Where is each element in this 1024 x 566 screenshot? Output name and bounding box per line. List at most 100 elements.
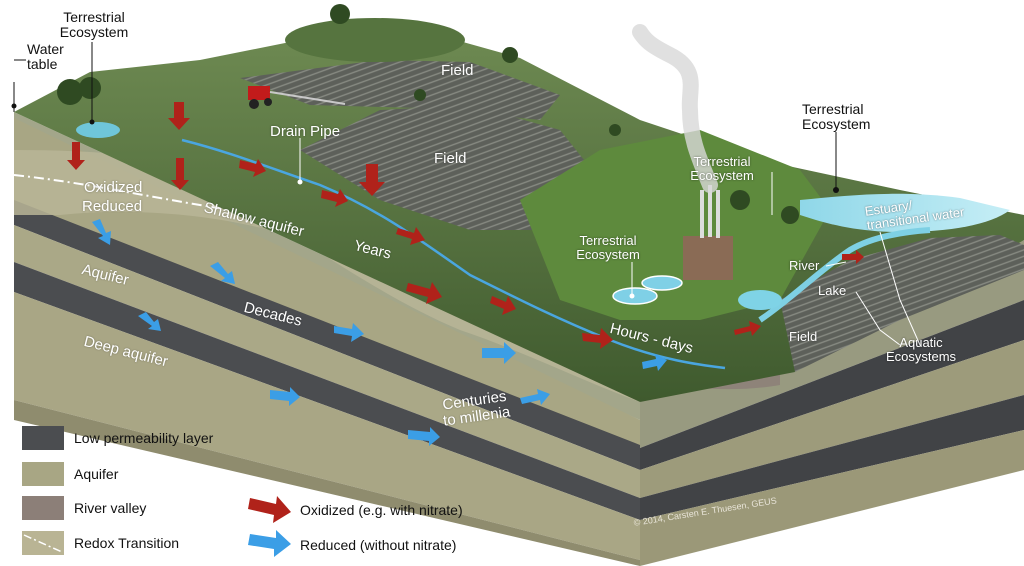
- label-line: Ecosystem: [59, 23, 129, 40]
- chimney-3: [716, 190, 720, 238]
- red-arrow: [168, 102, 190, 130]
- red-arrow: [490, 296, 516, 315]
- legend-label: Low permeability layer: [74, 430, 214, 446]
- leader-lines: [14, 42, 837, 190]
- oxidized-label: Oxidized: [84, 179, 143, 196]
- tractor-boom: [269, 91, 346, 105]
- shallow-aquifer-lens: [14, 150, 640, 402]
- leader-dots: [11, 103, 839, 299]
- tree: [330, 4, 350, 24]
- lake-water: [738, 290, 782, 310]
- label-line: Terrestrial: [693, 154, 751, 169]
- legend-label: River valley: [74, 500, 147, 516]
- red-arrow: [359, 164, 385, 196]
- tractor-body: [248, 86, 270, 100]
- green-slope: [520, 130, 830, 320]
- legend-item-reduced: Reduced (without nitrate): [248, 533, 508, 559]
- legend-red-arrow: [248, 496, 291, 523]
- legend-item-redox: Redox Transition: [22, 531, 282, 557]
- blue-arrow: [138, 312, 161, 331]
- drain-pipe-label: Drain Pipe: [270, 123, 341, 140]
- aquatic-ecosystems-label: Aquatic Ecosystems: [876, 336, 966, 363]
- right-face-lowperm: [640, 300, 1024, 470]
- tree: [502, 47, 518, 63]
- blue-arrow: [408, 427, 440, 446]
- tree: [57, 79, 83, 105]
- red-arrow: [734, 321, 761, 336]
- field-right-label: Field: [789, 329, 818, 344]
- legend-label: Reduced (without nitrate): [300, 537, 457, 553]
- label-line: Water: [27, 41, 64, 57]
- treatment-tank-1: [612, 287, 658, 305]
- blue-arrow: [210, 262, 235, 284]
- label-line: Ecosystem: [802, 115, 871, 132]
- blue-arrow: [270, 387, 300, 406]
- red-arrow: [67, 142, 85, 170]
- label-line: Aquatic: [899, 335, 943, 350]
- estuary-water: [800, 193, 1010, 232]
- legend-label: Oxidized (e.g. with nitrate): [300, 502, 463, 518]
- right-face-aquifer: [640, 340, 1024, 498]
- reduced-label: Reduced: [82, 198, 143, 215]
- legend-swatch-low-perm: [22, 426, 64, 450]
- field-middle-label: Field: [434, 150, 467, 167]
- label-line: Terrestrial: [579, 233, 637, 248]
- tree: [79, 77, 101, 99]
- red-arrow: [321, 189, 348, 207]
- river-label: River: [789, 258, 820, 273]
- red-arrow: [406, 282, 442, 304]
- front-low-perm-1: [14, 200, 640, 470]
- front-top-layer: [14, 112, 1024, 420]
- legend-item-low-permeability: Low permeability layer: [22, 426, 282, 452]
- field-top-area: [240, 60, 560, 120]
- tractor-wheel: [249, 99, 259, 109]
- red-arrow: [239, 159, 266, 177]
- smoke-plume: [632, 24, 718, 193]
- hill-top: [285, 18, 465, 62]
- factory-building: [683, 236, 733, 280]
- dot: [297, 179, 303, 185]
- lake-label: Lake: [818, 283, 847, 298]
- front-aquifer: [14, 225, 640, 498]
- blue-arrow: [520, 389, 550, 405]
- label-line: Ecosystem: [576, 246, 640, 262]
- dot: [833, 187, 839, 193]
- factory: [632, 24, 733, 280]
- terrestrial-ecosystem-label-top-left: Terrestrial Ecosystem: [56, 10, 132, 39]
- terrestrial-ecosystem-label-center: Terrestrial Ecosystem: [568, 234, 648, 261]
- oxidized-arrows: [67, 102, 864, 349]
- label-line: Terrestrial: [63, 9, 125, 25]
- reduced-arrows: [92, 219, 667, 446]
- legend-swatch-river-valley: [22, 496, 64, 520]
- dot: [11, 103, 17, 109]
- chimney-1: [700, 190, 704, 238]
- legend-graphics: [22, 426, 291, 557]
- leader-estuary: [879, 231, 921, 346]
- white-leader-lines: [299, 138, 921, 346]
- drain-pipe: [181, 138, 726, 370]
- chimney-2: [708, 185, 712, 237]
- right-face-deep: [640, 430, 1024, 566]
- treatment-tank-2: [641, 275, 683, 291]
- label-line: Terrestrial: [802, 101, 864, 117]
- legend-label: Aquifer: [74, 466, 119, 482]
- red-arrow: [842, 250, 864, 264]
- trees: [57, 4, 799, 224]
- label-line: table: [27, 55, 58, 72]
- legend-item-oxidized: Oxidized (e.g. with nitrate): [248, 498, 508, 524]
- legend-redox-line: [23, 534, 63, 553]
- tree: [781, 206, 799, 224]
- river-water: [758, 227, 931, 323]
- tractor-wheel-2: [264, 98, 272, 106]
- tree: [609, 124, 621, 136]
- tractor: [248, 86, 346, 109]
- front-deep-aquifer: [14, 292, 640, 560]
- terrestrial-ecosystem-label-mid: Terrestrial Ecosystem: [682, 155, 762, 182]
- red-arrow: [396, 227, 425, 245]
- blue-arrow: [334, 323, 364, 342]
- blue-arrow: [482, 342, 516, 364]
- legend-swatch-aquifer: [22, 462, 64, 486]
- front-bottom: [14, 400, 640, 566]
- legend-item-aquifer: Aquifer: [22, 462, 282, 488]
